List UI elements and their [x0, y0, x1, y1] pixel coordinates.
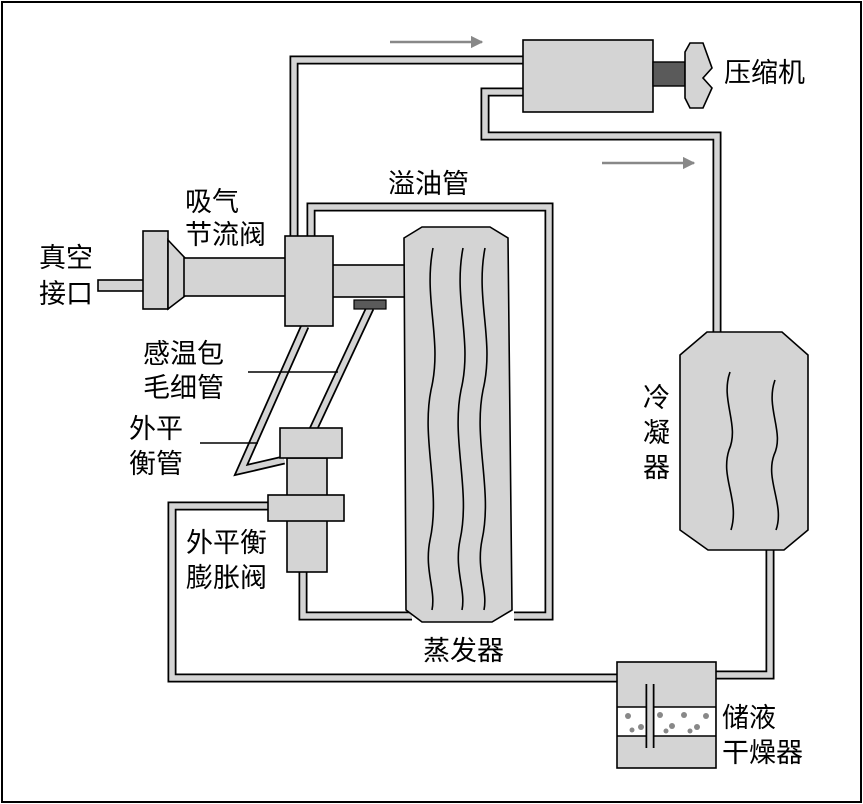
discharge-pipe: [480, 87, 722, 332]
temperature-bulb: [353, 299, 387, 310]
label-expansion-valve-line1: 外平衡: [186, 528, 267, 559]
condenser-outlet-pipe: [716, 550, 775, 680]
condenser: [679, 331, 809, 551]
label-condenser-char1: 冷: [643, 383, 670, 414]
label-throttle-valve-line2: 节流阀: [185, 220, 266, 251]
vacuum-port: [97, 230, 288, 311]
label-balance-pipe-line2: 衡管: [129, 449, 183, 480]
label-evaporator: 蒸发器: [423, 636, 504, 667]
evaporator-coil-2: [457, 247, 466, 611]
label-bulb-capillary-line2: 毛细管: [143, 373, 224, 404]
condenser-coil-1: [725, 371, 735, 531]
evaporator-coil-3: [479, 247, 488, 611]
suction-throttle-valve: [284, 235, 334, 327]
expansion-valve: [267, 427, 345, 573]
evaporator-coil-1: [427, 247, 436, 611]
labels: 压缩机 吸气 节流阀 真空 接口 溢油管 感温包 毛细管 外平 衡管 外平衡 膨…: [39, 58, 805, 769]
vacuum-port-cone: [167, 237, 186, 311]
label-receiver-drier-line2: 干燥器: [722, 738, 803, 769]
label-vacuum-port-line1: 真空: [39, 243, 93, 274]
vacuum-port-nipple: [97, 279, 149, 292]
compressor-body: [522, 39, 654, 113]
vacuum-port-flange: [142, 230, 169, 310]
desiccant-dots: [625, 712, 709, 734]
compressor: [522, 39, 713, 113]
compressor-shaft: [652, 61, 686, 87]
leader-lines: [200, 371, 338, 444]
label-vacuum-port-line2: 接口: [39, 279, 93, 310]
receiver-drier: [616, 661, 717, 769]
expansion-valve-flange: [267, 494, 345, 522]
label-receiver-drier-line1: 储液: [722, 703, 776, 734]
label-bulb-capillary-line1: 感温包: [143, 339, 224, 370]
flow-arrows: [390, 35, 696, 170]
throttle-inlet-tube: [183, 257, 288, 297]
label-expansion-valve-line2: 膨胀阀: [186, 563, 267, 594]
evaporator: [403, 226, 513, 623]
compressor-pulley: [684, 42, 713, 109]
evaporator-inlet-pipe: [298, 572, 412, 621]
expansion-valve-upper-block: [279, 427, 343, 459]
throttle-evap-tube: [331, 264, 411, 298]
label-balance-pipe-line1: 外平: [129, 414, 183, 445]
condenser-body: [679, 331, 809, 551]
label-throttle-valve-line1: 吸气: [185, 187, 239, 218]
label-compressor: 压缩机: [724, 58, 805, 89]
label-oil-overflow-pipe: 溢油管: [388, 169, 469, 200]
condenser-coil-2: [770, 379, 780, 531]
pipes: [167, 55, 775, 748]
label-condenser-char3: 器: [643, 453, 670, 484]
label-condenser-char2: 凝: [643, 418, 670, 449]
